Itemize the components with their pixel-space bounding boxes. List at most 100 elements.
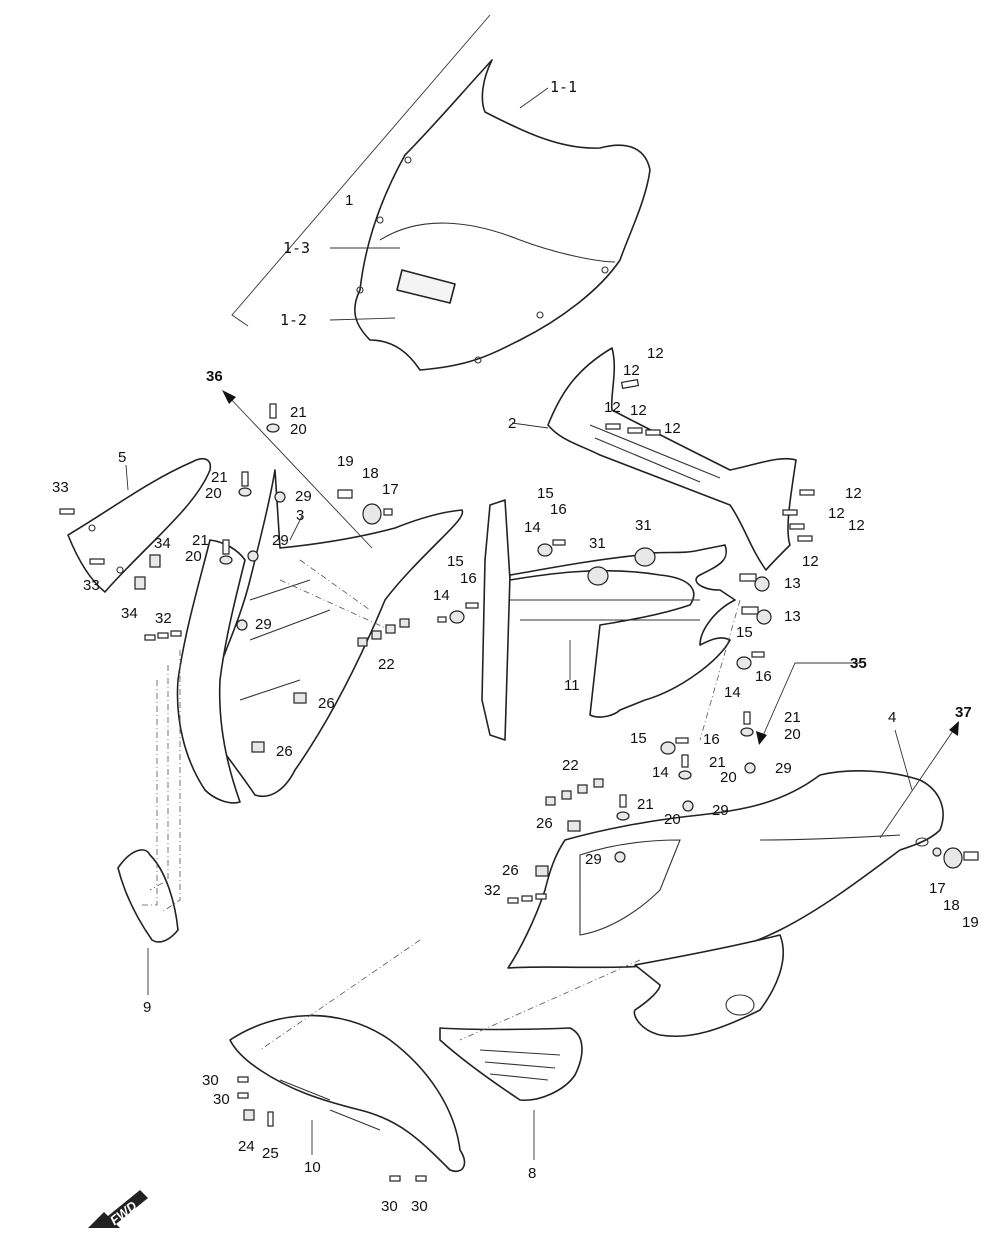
label-26b: 26 [276,743,293,760]
label-12e: 12 [664,420,681,437]
label-17a: 17 [382,481,399,498]
label-8: 8 [528,1165,536,1182]
fwd-direction-badge: FWD [88,1190,148,1228]
label-15d: 15 [630,730,647,747]
label-29e: 29 [712,802,729,819]
label-36: 36 [206,368,223,385]
bracket-11 [481,499,736,741]
label-21e: 21 [709,754,726,771]
label-12d: 12 [630,402,647,419]
label-29b: 29 [272,532,289,549]
label-13a: 13 [784,575,801,592]
label-16a: 16 [550,501,567,518]
label-32a: 32 [155,610,172,627]
label-1: 1 [345,192,353,209]
label-20f: 20 [664,811,681,828]
label-19b: 19 [962,914,979,931]
cowl-bottom [633,934,784,1038]
label-22b: 22 [562,757,579,774]
label-26d: 26 [502,862,519,879]
label-26c: 26 [536,815,553,832]
label-12h: 12 [848,517,865,534]
label-11: 11 [564,677,580,694]
label-12i: 12 [802,553,819,570]
label-1-3: 1-3 [283,239,310,257]
frame-bracket: 11 [481,499,736,741]
label-29a: 29 [295,488,312,505]
windscreen-assembly: 1 1-1 1-3 1-2 [231,14,651,371]
label-20c: 20 [185,548,202,565]
label-15b: 15 [447,553,464,570]
label-24: 24 [238,1138,255,1155]
label-30a: 30 [202,1072,219,1089]
panel-5 [67,458,212,593]
label-30d: 30 [411,1198,428,1215]
label-12b: 12 [623,362,640,379]
label-5: 5 [118,449,126,466]
cowl-4 [507,770,944,969]
label-35: 35 [850,655,867,672]
side-panel-left [176,539,246,804]
fwd-arrow-icon [88,1190,148,1228]
lower-cowl-bottom [633,934,784,1038]
inner-cover-3 [206,469,464,797]
label-3: 3 [296,507,304,524]
label-34a: 34 [154,535,171,552]
fasteners-right: 15 16 14 15 16 14 31 31 13 13 15 16 14 2… [433,485,979,931]
label-34b: 34 [121,605,138,622]
label-21d: 21 [784,709,801,726]
label-17b: 17 [929,880,946,897]
under-cover: 8 [439,1027,583,1182]
panel-10 [229,1014,466,1172]
label-21f: 21 [637,796,654,813]
side-duct-9: 9 [117,849,179,1016]
label-15c: 15 [736,624,753,641]
label-26a: 26 [318,695,335,712]
label-12g: 12 [828,505,845,522]
label-16d: 16 [703,731,720,748]
label-33b: 33 [83,577,100,594]
direction-arrows: 36 35 37 [206,368,972,839]
label-15a: 15 [537,485,554,502]
label-21a: 21 [290,404,307,421]
label-14a: 14 [524,519,541,536]
label-29f: 29 [585,851,602,868]
label-37: 37 [955,704,972,721]
label-30b: 30 [213,1091,230,1108]
label-21b: 21 [211,469,228,486]
label-14b: 14 [433,587,450,604]
meter-panel: 2 [508,347,797,571]
label-20a: 20 [290,421,307,438]
label-12a: 12 [647,345,664,362]
assembly-lines [140,559,741,1051]
label-29c: 29 [255,616,272,633]
label-33a: 33 [52,479,69,496]
label-14c: 14 [724,684,741,701]
label-22a: 22 [378,656,395,673]
label-16c: 16 [755,668,772,685]
label-14d: 14 [652,764,669,781]
screws-12: 12 12 12 12 12 12 12 12 12 [604,345,865,570]
label-32b: 32 [484,882,501,899]
label-31b: 31 [635,517,652,534]
label-21c: 21 [192,532,209,549]
label-20d: 20 [784,726,801,743]
label-1-2: 1-2 [280,311,307,329]
label-12f: 12 [845,485,862,502]
label-29d: 29 [775,760,792,777]
windscreen-decal [396,269,456,304]
label-25: 25 [262,1145,279,1162]
label-10: 10 [304,1159,321,1176]
label-30c: 30 [381,1198,398,1215]
label-16b: 16 [460,570,477,587]
side-cover-5: 5 [67,449,212,593]
panel-9 [117,849,179,943]
fender-cover: 10 [229,1014,466,1176]
label-18a: 18 [362,465,379,482]
label-31a: 31 [589,535,606,552]
label-1-1: 1-1 [550,78,577,96]
label-13b: 13 [784,608,801,625]
label-20b: 20 [205,485,222,502]
lower-cowl: 4 [507,709,944,969]
